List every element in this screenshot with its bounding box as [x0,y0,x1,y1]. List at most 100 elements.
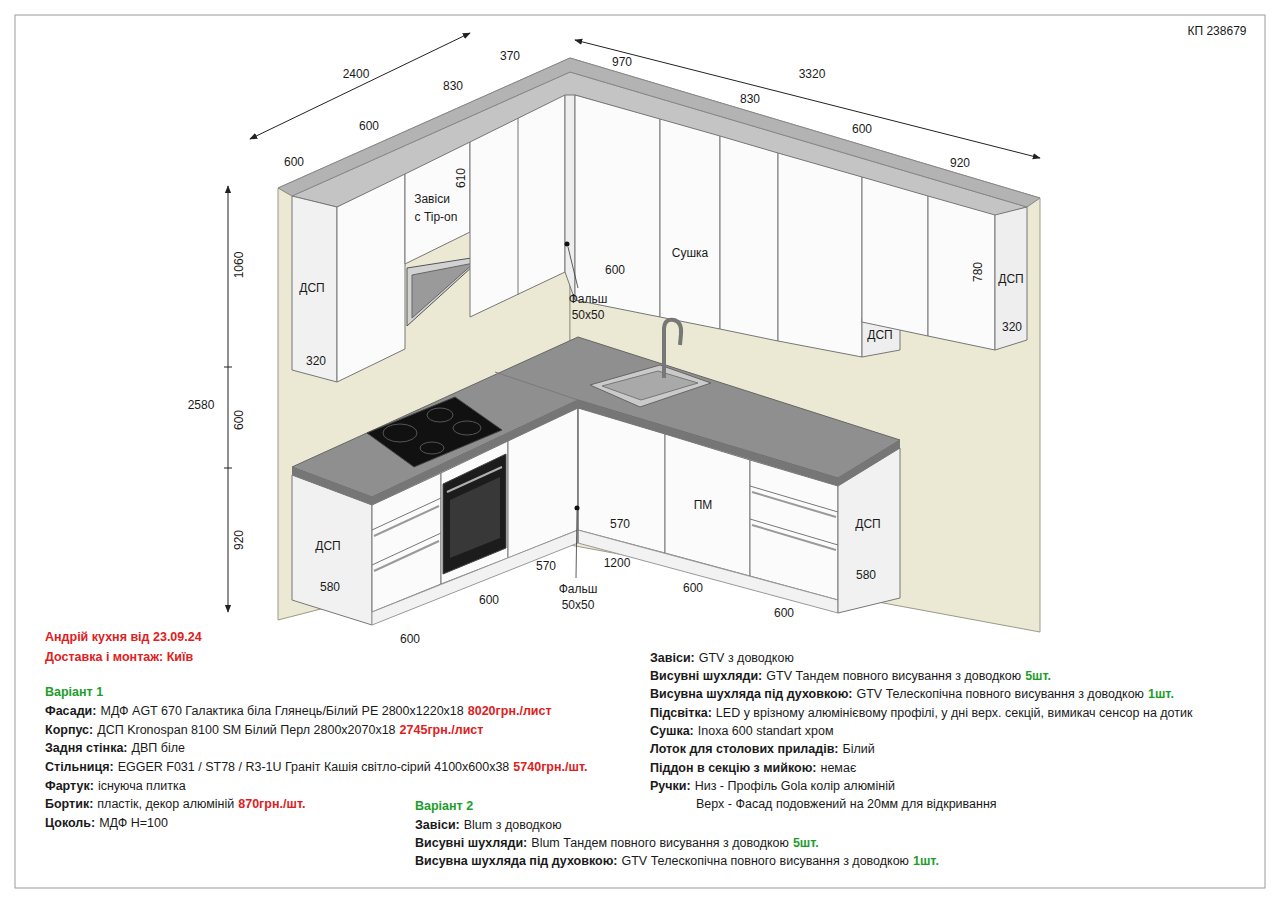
dimension-label: ДСП [855,518,880,532]
faucet [664,320,681,378]
dimension-label: 2400 [343,68,370,82]
range-hood-glass [412,263,474,318]
spec-text: Низ - Профіль Gola колір алюміній [695,779,895,793]
dimension-label: с Tip-on [415,211,458,225]
burner [453,421,481,435]
cabinet-front [405,142,470,264]
dimension-label: Фальш [569,293,608,307]
spec-text: Верх - Фасад подовжений на 20мм для відк… [696,797,997,811]
dimension-label: 600 [359,120,379,134]
spec-text: EGGER F031 / ST78 / R3-1U Граніт Кашія с… [118,760,510,774]
cabinet-front [720,136,778,341]
hob [367,397,502,467]
plinth [372,530,578,625]
dimension-label: 580 [856,569,876,583]
cabinet-front [862,177,928,336]
spec-text: Лоток для столових приладів: [650,742,839,756]
spec-text: ДВП біле [132,741,185,755]
spec-text: Ручки: [650,779,691,793]
spec-text: 870грн./шт. [238,797,305,811]
leader-line [576,511,577,578]
spec-text: GTV Телескопічна повного висування з дов… [857,687,1145,701]
dimension-label: 370 [500,50,520,64]
dimension-label: 970 [612,56,632,70]
dimension-label: ДСП [299,282,324,296]
burner [420,442,444,454]
spec-text: ДСП Kronospan 8100 SM Білий Перл 2800х20… [97,723,395,737]
dimension-tick [224,367,232,368]
gola-profile [374,506,439,536]
spec-text: Задня стінка: [45,741,128,755]
spec-text: Висувні шухляди: [415,836,527,850]
sink-bowl [602,371,698,400]
spec-text: 5шт. [1025,669,1051,683]
dimension-label: 570 [536,560,556,574]
spec-text: Білий [843,742,875,756]
dimension-label: 2580 [188,399,215,413]
spec-text: Blum Тандем повного висування з доводкою [531,836,789,850]
spec-text: Бортик: [45,797,93,811]
spec-text: Варіант 2 [415,799,473,813]
dimension-label: ПМ [694,499,713,513]
oven-handle [447,467,502,492]
dimension-label: ДСП [315,540,340,554]
spec-text: 5740грн./шт. [513,760,587,774]
spec-text: Сушка: [650,724,694,738]
dimension-label: 600 [605,264,625,278]
oven [443,454,506,574]
spec-text: Андрій кухня від 23.09.24 [45,630,202,644]
drawer-split [750,486,838,512]
dimension-label: 320 [1002,321,1022,335]
spec-text: немає [820,761,856,775]
countertop-edge [578,400,838,486]
countertop-edge [838,440,900,486]
spec-text: Варіант 1 [45,685,103,699]
dimension-label: 600 [284,156,304,170]
dimension-line [228,186,229,612]
dimension-label: 1060 [233,252,247,279]
drawer-split [372,498,441,530]
plinth [578,530,838,613]
spec-text: Фасади: [45,704,96,718]
dimension-label: 780 [972,262,986,282]
cabinet-front [337,174,405,382]
dimension-label: 50х50 [572,309,605,323]
dimension-label: 600 [683,582,703,596]
spec-text: Blum з доводкою [464,818,562,832]
burner [427,408,453,422]
spec-text: 8020грн./лист [468,704,552,718]
dimension-label: 320 [306,355,326,369]
cabinet-front [470,95,565,317]
spec-text: 1шт. [913,854,939,868]
side-panel [995,207,1027,350]
spec-text: Висувна шухляда під духовкою: [650,687,853,701]
spec-text: GTV Тандем повного висування з доводкою [766,669,1021,683]
spec-text: МДФ AGT 670 Галактика біла Глянець/Білий… [100,704,463,718]
spec-text: Inoxa 600 standart хром [698,724,834,738]
side-panel [292,196,337,382]
spec-text: 1шт. [1148,687,1174,701]
leader-line [568,247,578,288]
dimension-label: 600 [479,594,499,608]
dimension-tick [224,468,232,469]
dimension-label: КП 238679 [1188,25,1247,39]
dimension-label: 3320 [799,68,826,82]
cabinet-front [575,95,660,317]
spec-text: Підсвітка: [650,706,712,720]
spec-text: Цоколь: [45,816,95,830]
dimension-label: 600 [852,123,872,137]
dimension-label: 920 [233,530,247,550]
spec-text: пластік, декор алюміній [97,797,234,811]
door-split [518,118,519,295]
spec-text: 5шт. [793,836,819,850]
spec-text: Фартук: [45,779,94,793]
dimension-label: ДСП [998,273,1023,287]
dimension-label: 1200 [604,557,631,571]
cabinet-front [660,119,720,329]
spec-text: LED у врізному алюмінієвому профілі, у д… [716,706,1193,720]
gola-profile [752,525,836,550]
dimension-label: 600 [233,410,247,430]
spec-text: Завіси: [650,651,695,665]
